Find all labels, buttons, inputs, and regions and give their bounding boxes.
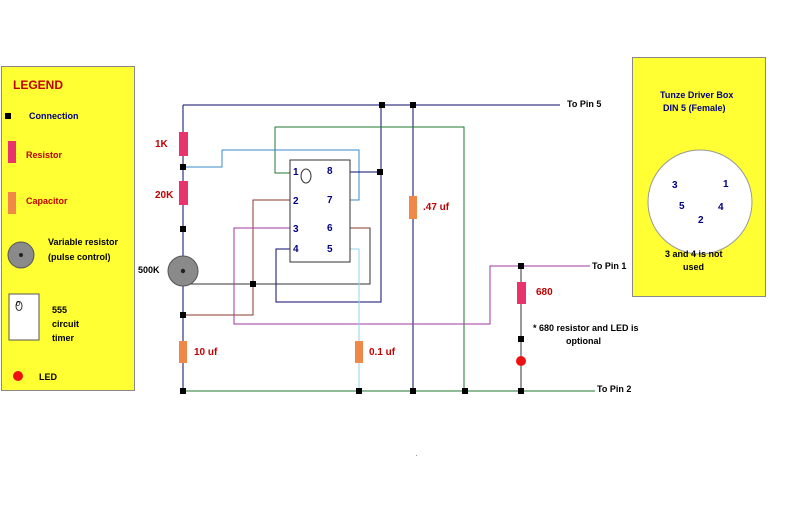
ic-555 [289, 159, 351, 263]
output-pin2-label: To Pin 2 [597, 384, 632, 394]
din-pin-5: 5 [679, 201, 685, 212]
legend-resistor [8, 141, 16, 163]
label-20k: 20K [155, 190, 174, 201]
label-0-47uf: .47 uf [423, 202, 450, 213]
capacitors [8, 192, 417, 363]
resistor-20k [179, 181, 188, 205]
output-pin1-label: To Pin 1 [592, 261, 627, 271]
label-1k: 1K [155, 139, 168, 150]
wire-vert-381 [275, 105, 382, 303]
legend-capacitor [8, 192, 16, 214]
chip-pin-3: 3 [293, 224, 299, 235]
din5-body [647, 149, 753, 255]
note-line-1: * 680 resistor and LED is [533, 323, 639, 333]
resistor-1k [179, 132, 188, 156]
capacitor-0-47uf [409, 196, 417, 219]
legend-connection-label: Connection [29, 111, 79, 121]
tunze-title-1: Tunze Driver Box [660, 90, 734, 100]
legend-timer-pin-label: 0 [16, 301, 20, 308]
ic-555-notch [300, 168, 312, 184]
wire-pin5-cap [350, 248, 360, 391]
din5-connector [647, 149, 753, 255]
legend-led-label: LED [39, 372, 57, 382]
chip-pin-1: 1 [293, 167, 299, 178]
resistor-680 [517, 282, 526, 304]
note-line-2: optional [566, 336, 601, 346]
tunze-note-1: 3 and 4 is not [665, 249, 723, 259]
label-0-1uf: 0.1 uf [369, 347, 396, 358]
capacitor-10uf [179, 341, 187, 363]
wire-brown [183, 199, 290, 316]
wire-blue-junction [183, 149, 360, 201]
output-pin5-label: To Pin 5 [567, 99, 602, 109]
connection-dots [5, 102, 524, 394]
din-pin-1: 1 [723, 179, 729, 190]
legend-variable-resistor-label-2: (pulse control) [48, 252, 111, 262]
wire-green-loop [274, 126, 465, 391]
legend-555-box [8, 293, 40, 341]
din-pin-2: 2 [698, 215, 704, 226]
chip-pin-2: 2 [293, 196, 299, 207]
legend-title: LEGEND [13, 78, 64, 92]
wire-magenta [233, 227, 590, 325]
artifact-dot [416, 455, 417, 456]
chip-pin-8: 8 [327, 166, 333, 177]
label-10uf: 10 uf [194, 347, 218, 358]
chip-pin-7: 7 [327, 195, 333, 206]
chip-pin-5: 5 [327, 244, 333, 255]
legend-resistor-label: Resistor [26, 150, 63, 160]
resistors [8, 132, 526, 304]
tunze-title-2: DIN 5 (Female) [663, 103, 726, 113]
legend-timer-label-1: 555 [52, 305, 68, 315]
din-pin-4: 4 [718, 202, 724, 213]
led [516, 356, 526, 366]
chip-pin-6: 6 [327, 223, 333, 234]
legend-connection-dot [5, 113, 11, 119]
label-680: 680 [536, 287, 553, 298]
legend-555-notch [15, 301, 23, 311]
legend-timer-label-2: circuit [52, 319, 80, 329]
leds [13, 356, 526, 381]
din-pin-3: 3 [672, 180, 678, 191]
legend-capacitor-label: Capacitor [26, 196, 68, 206]
label-500k: 500K [138, 265, 160, 275]
tunze-note-2: used [683, 262, 705, 272]
potentiometer [7, 241, 199, 287]
chip-pin-4: 4 [293, 244, 299, 255]
legend-led [13, 371, 23, 381]
legend-variable-resistor-label-1: Variable resistor [48, 237, 119, 247]
legend-timer-label-3: timer [52, 333, 75, 343]
capacitor-0-1uf [355, 341, 363, 363]
ic-555-body [289, 159, 351, 263]
